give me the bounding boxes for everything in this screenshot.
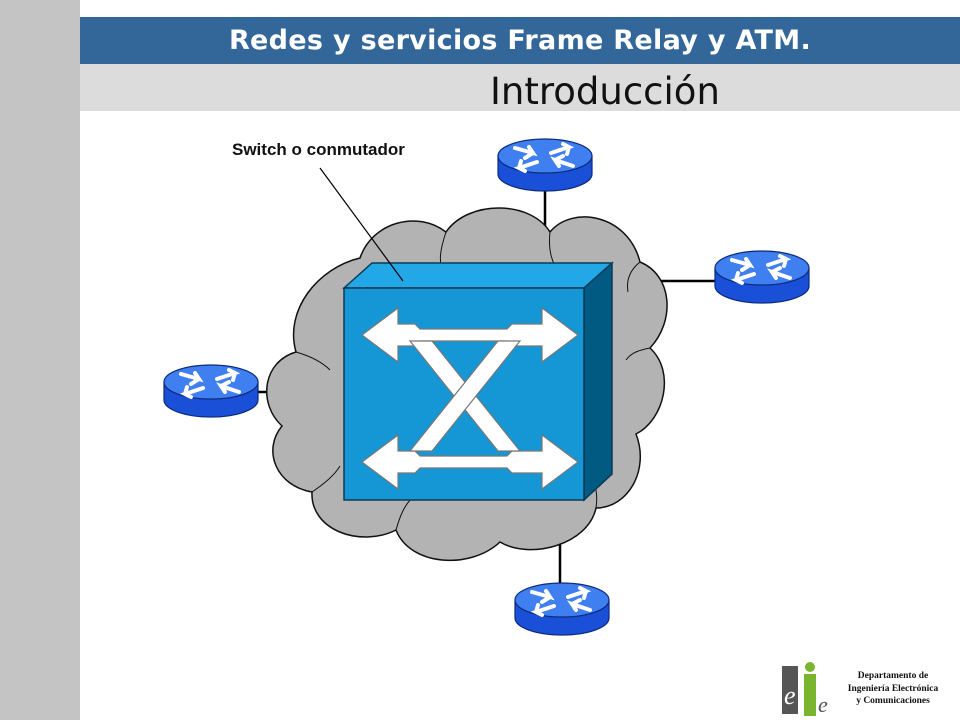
cloud-contour (295, 351, 331, 371)
svg-text:e: e (818, 692, 828, 717)
subheader-band (80, 64, 960, 111)
router-bottom-icon (514, 582, 610, 636)
department-line: y Comunicaciones (856, 696, 930, 706)
switch-x-arrows-icon (361, 306, 579, 491)
top-strip (80, 0, 960, 17)
cloud-contour (625, 347, 651, 361)
left-sidebar-bar (0, 0, 80, 720)
callout-leader-line (319, 167, 404, 282)
department-line: Departamento de (857, 671, 929, 681)
switch-device (342, 261, 614, 502)
router-left-icon (163, 364, 259, 418)
switch-callout-label: Switch o conmutador (232, 140, 405, 159)
department-name: Departamento de Ingeniería Electrónica y… (838, 670, 948, 708)
department-logo-icon: e e (782, 662, 828, 717)
course-title: Redes y servicios Frame Relay y ATM. (228, 25, 812, 56)
router-right-icon (714, 250, 810, 304)
header-band: Redes y servicios Frame Relay y ATM. (80, 17, 960, 64)
cloud-contour (311, 465, 341, 493)
department-line: Ingeniería Electrónica (847, 683, 939, 694)
slide-title: Introducción (490, 70, 720, 113)
router-top-icon (497, 138, 593, 192)
svg-text:e: e (784, 681, 796, 710)
cloud-contour (627, 261, 641, 293)
